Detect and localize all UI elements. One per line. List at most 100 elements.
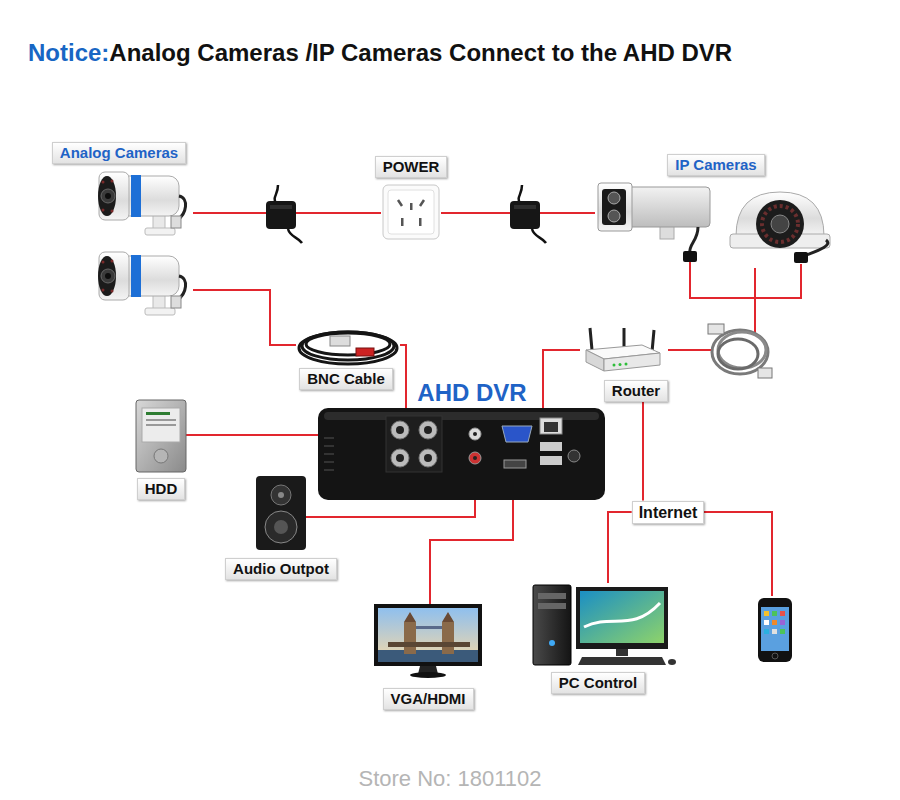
hard-drive-part	[142, 408, 180, 442]
notice-label: Notice:	[28, 38, 109, 68]
dvr-device-part	[540, 418, 562, 434]
dvr-device-part	[391, 449, 409, 467]
desktop-pc-part	[580, 591, 664, 643]
speaker-part	[271, 485, 291, 505]
desktop-pc-part	[533, 585, 571, 665]
smartphone	[758, 598, 792, 662]
node-label: Analog Cameras	[52, 142, 186, 164]
speaker-part	[274, 520, 288, 534]
wire-connector	[400, 345, 406, 408]
monitor-part	[374, 604, 482, 666]
smartphone-part	[764, 629, 769, 634]
dvr-device-part	[568, 450, 580, 462]
smartphone-part	[780, 620, 785, 625]
speaker-part	[265, 511, 297, 543]
dvr-device-part	[473, 432, 477, 436]
desktop-pc-part	[668, 659, 676, 665]
desktop-pc-part	[576, 587, 668, 649]
hdd-node: HDD	[136, 400, 186, 472]
bullet-camera	[98, 172, 186, 235]
wire-connector	[543, 350, 580, 408]
desktop-pc-part	[538, 593, 566, 599]
dvr-device-part	[469, 428, 481, 440]
wire-connector	[193, 290, 296, 345]
monitor	[374, 604, 482, 678]
hard-drive-part	[136, 400, 186, 472]
wire-connector	[430, 500, 513, 604]
network-cable-coil	[708, 324, 772, 378]
router-illustration-part	[619, 363, 622, 366]
monitor-part	[416, 626, 442, 629]
speaker	[256, 476, 306, 550]
router-illustration-part	[604, 353, 660, 371]
router-illustration-part	[613, 364, 616, 367]
dvr-device-part	[386, 416, 442, 472]
dvr-device-part	[391, 421, 409, 439]
dvr-device-part	[540, 456, 562, 465]
node-label: AHD DVR	[413, 379, 530, 407]
smartphone-part	[772, 620, 777, 625]
wire-connector	[642, 402, 644, 501]
dvr-device-part	[424, 426, 432, 434]
monitor-part	[404, 622, 416, 654]
smartphone-part	[772, 653, 778, 659]
dvr-device-part	[424, 454, 432, 462]
dvr-device-part	[396, 426, 404, 434]
smartphone-part	[780, 629, 785, 634]
hard-drive-part	[146, 419, 176, 421]
dvr-device-part	[419, 421, 437, 439]
desktop-pc-part	[616, 649, 628, 656]
node-label: POWER	[375, 156, 448, 178]
dvr-device-part	[502, 426, 532, 442]
dvr-node: AHD DVR	[318, 408, 605, 500]
camera-bracket-wire	[690, 262, 801, 298]
speaker-node: Audio Outpot	[256, 476, 306, 550]
smartphone-part	[761, 607, 789, 651]
smartphone-part	[780, 611, 785, 616]
node-label: IP Cameras	[667, 154, 764, 176]
desktop-pc-part	[578, 657, 666, 665]
node-label: PC Control	[551, 672, 645, 694]
store-watermark: Store No: 1801102	[358, 766, 541, 792]
dvr-device-part	[419, 449, 437, 467]
speaker-part	[256, 476, 306, 550]
dvr-device-part	[396, 454, 404, 462]
dvr-device-part	[469, 452, 481, 464]
wire-connector	[186, 434, 318, 436]
power-outlet-part	[419, 218, 422, 226]
power-adapter	[266, 185, 302, 243]
wire-connector	[306, 500, 475, 517]
bnc-cable-coil-part	[299, 332, 397, 364]
desktop-pc	[533, 585, 676, 665]
diagram-title: Analog Cameras /IP Cameras Connect to th…	[109, 38, 732, 68]
wire-connector	[608, 512, 632, 583]
ip-bullet-camera-part	[683, 251, 697, 262]
hard-drive-part	[146, 412, 170, 415]
desktop-pc-part	[549, 640, 555, 646]
monitor-part	[388, 642, 470, 647]
smartphone-part	[764, 611, 769, 616]
pc-node: PC Control	[532, 583, 670, 667]
network-cable-coil-part	[712, 330, 768, 374]
ip-bullet-camera-part	[608, 192, 620, 204]
ip-bullet-camera-part	[608, 210, 620, 222]
node-label: VGA/HDMI	[383, 688, 474, 710]
desktop-pc-part	[538, 603, 566, 609]
network-cable-coil-part	[718, 332, 766, 368]
ip-bullet-camera	[598, 183, 710, 262]
connector-group	[186, 213, 755, 604]
analog-camera-illustration	[98, 172, 186, 315]
speaker-part	[278, 492, 284, 498]
ip-bullet-camera-part	[598, 183, 632, 231]
bnc-cable-coil-part	[356, 348, 374, 356]
smartphone-part	[772, 629, 777, 634]
dvr-device-part	[504, 460, 526, 468]
ip-dome-camera-part	[794, 252, 808, 263]
dvr-device	[318, 408, 605, 500]
node-label: Internet	[632, 501, 705, 524]
power-outlet-part	[410, 203, 413, 210]
power-outlet-part	[401, 218, 404, 226]
phone-wire	[698, 512, 772, 596]
ip-dome-camera-part	[756, 200, 804, 248]
